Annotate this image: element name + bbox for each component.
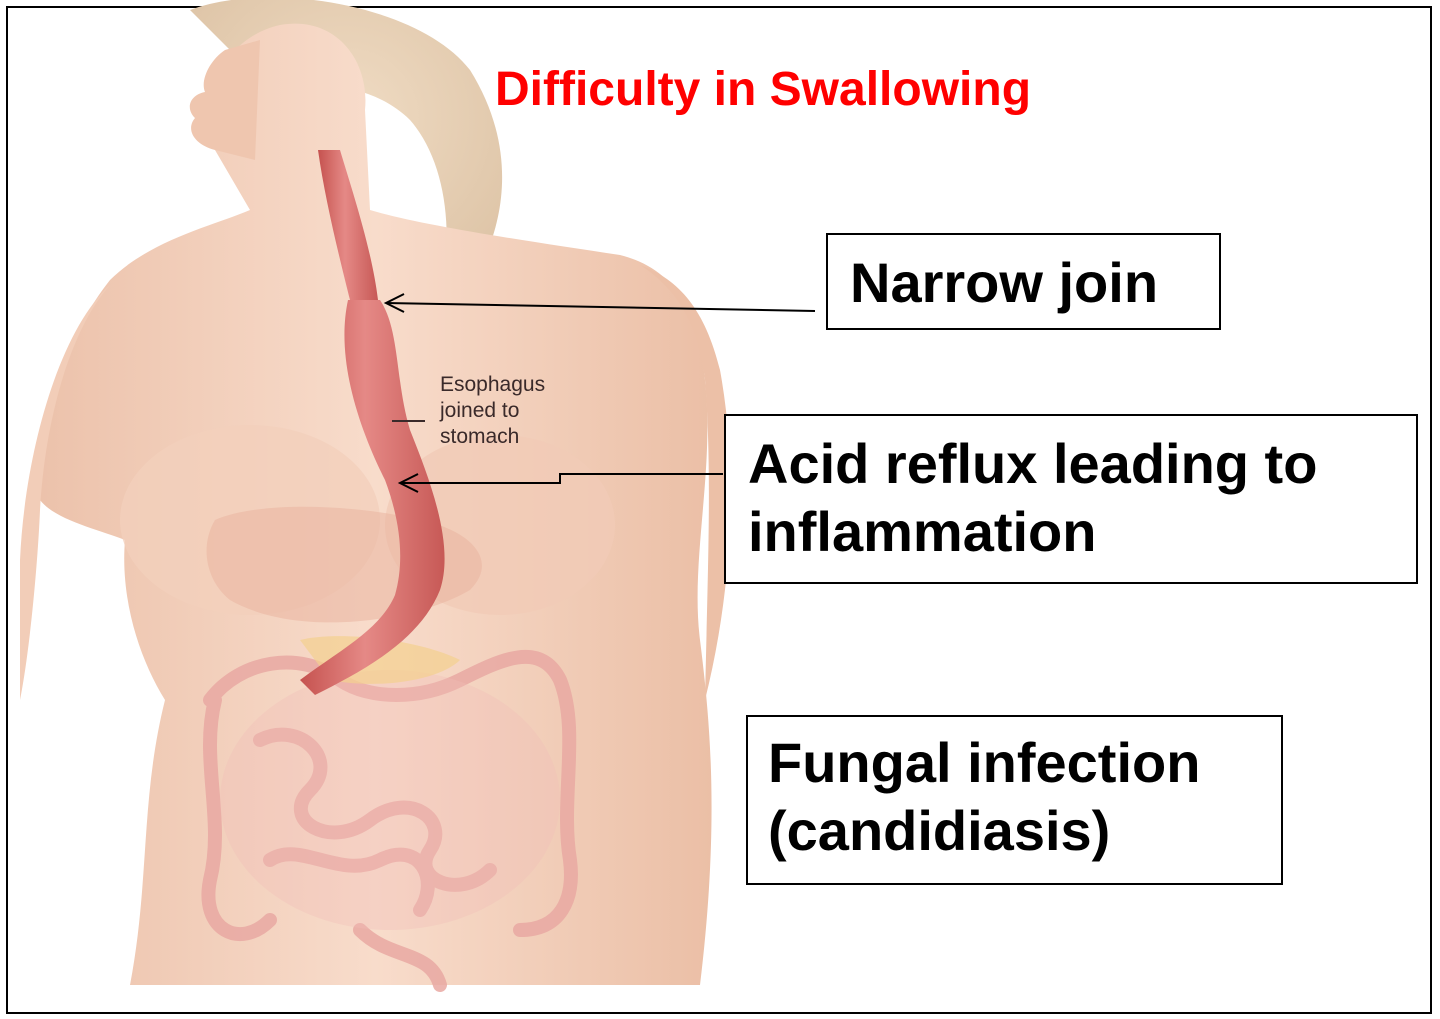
esophagus-label-line: joined to <box>440 398 545 424</box>
callout-text-line2: (candidiasis) <box>768 797 1281 865</box>
callout-narrow-join: Narrow join <box>826 233 1221 330</box>
esophagus-label-line: stomach <box>440 424 545 450</box>
esophagus-label-line: Esophagus <box>440 372 545 398</box>
esophagus-label: Esophagus joined to stomach <box>440 372 545 450</box>
callout-text-line1: Fungal infection <box>768 729 1281 797</box>
callout-text-line2: inflammation <box>748 498 1416 566</box>
callout-fungal-infection: Fungal infection (candidiasis) <box>746 715 1283 885</box>
callout-text-line1: Acid reflux leading to <box>748 430 1416 498</box>
callout-acid-reflux: Acid reflux leading to inflammation <box>724 414 1418 584</box>
slide-title: Difficulty in Swallowing <box>495 62 1031 117</box>
intestines-fill <box>220 670 560 930</box>
callout-text: Narrow join <box>850 249 1219 317</box>
